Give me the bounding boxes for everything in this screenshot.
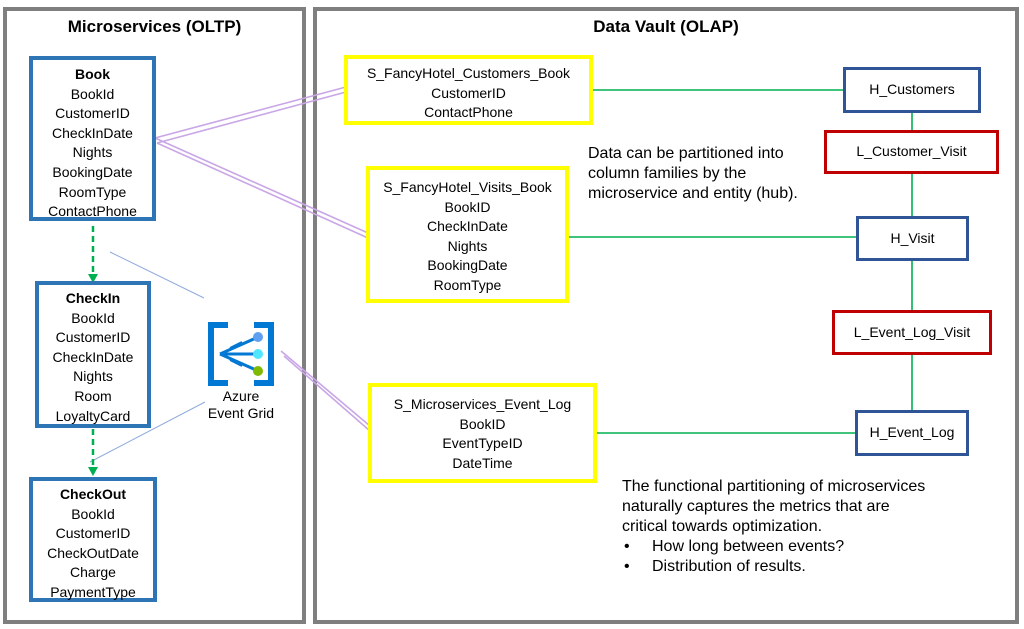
functional-partitioning-note: The functional partitioning of microserv… [622, 477, 982, 577]
checkin-entity: CheckIn BookId CustomerID CheckInDate Ni… [35, 281, 151, 428]
book-field: Nights [72, 144, 113, 161]
satellite-visits-field: CheckInDate [427, 218, 508, 235]
azure-event-grid-icon [208, 322, 274, 386]
functional-note-bullets: How long between events? Distribution of… [622, 537, 982, 577]
satellite-visits-field: RoomType [433, 276, 502, 293]
functional-note-line: critical towards optimization. [622, 518, 823, 535]
checkout-field: Charge [70, 564, 116, 581]
satellite-visits-field: Nights [447, 237, 488, 254]
checkout-entity: CheckOut BookId CustomerID CheckOutDate … [29, 477, 157, 602]
satellite-customers-field: CustomerID [431, 84, 506, 101]
book-field: CustomerID [55, 105, 130, 122]
satellite-visits-title: S_FancyHotel_Visits_Book [383, 179, 552, 195]
partition-note-line: microservice and entity (hub). [588, 185, 798, 202]
functional-note-bullet: Distribution of results. [622, 557, 982, 577]
hub-event-log: H_Event_Log [855, 410, 969, 456]
satellite-event-log-title: S_Microservices_Event_Log [393, 396, 572, 412]
hub-customers: H_Customers [843, 67, 981, 113]
functional-note-line: The functional partitioning of microserv… [622, 478, 926, 495]
link-customer-visit: L_Customer_Visit [824, 130, 999, 174]
book-field: RoomType [58, 183, 127, 200]
partition-note: Data can be partitioned into column fami… [588, 144, 828, 204]
book-entity-title: Book [75, 66, 110, 82]
satellite-visits-field: BookID [444, 198, 491, 215]
event-grid-label-line2: Event Grid [207, 405, 275, 421]
book-field: CheckInDate [52, 124, 133, 141]
oltp-panel-title: Microservices (OLTP) [67, 17, 242, 36]
event-grid-label-line1: Azure [222, 388, 260, 404]
checkout-field: BookId [71, 505, 115, 522]
checkin-field: CustomerID [55, 329, 131, 346]
satellite-event-log-field: BookID [459, 415, 506, 432]
purple-connectors [154, 86, 371, 432]
checkin-field: BookId [71, 309, 115, 326]
arrow-head-checkin-checkout [88, 467, 98, 476]
checkout-field: CheckOutDate [47, 544, 139, 561]
partition-note-line: Data can be partitioned into [588, 145, 784, 162]
satellite-customers-field: ContactPhone [424, 104, 513, 121]
hub-visit: H_Visit [856, 216, 969, 261]
satellite-visits-field: BookingDate [427, 257, 508, 274]
checkout-entity-title: CheckOut [59, 486, 127, 502]
checkout-field: CustomerID [55, 525, 131, 542]
book-field: ContactPhone [48, 203, 137, 220]
book-field: BookingDate [52, 163, 133, 180]
arrow-head-book-checkin [88, 274, 98, 283]
event-grid-label: Azure Event Grid [196, 388, 286, 422]
checkin-field: CheckInDate [52, 348, 134, 365]
satellite-visits: S_FancyHotel_Visits_Book BookID CheckInD… [366, 166, 569, 303]
book-entity: Book BookId CustomerID CheckInDate Night… [29, 56, 156, 221]
satellite-event-log: S_Microservices_Event_Log BookID EventTy… [368, 383, 597, 483]
checkin-field: LoyaltyCard [55, 407, 131, 424]
satellite-customers: S_FancyHotel_Customers_Book CustomerID C… [344, 55, 593, 125]
vault-connectors [568, 89, 913, 434]
book-field: BookId [70, 85, 115, 102]
azure-event-grid [206, 320, 276, 388]
olap-panel [313, 7, 1019, 624]
partition-note-line: column families by the [588, 165, 747, 182]
satellite-customers-title: S_FancyHotel_Customers_Book [366, 65, 571, 81]
checkin-field: Room [74, 387, 112, 404]
checkin-entity-title: CheckIn [65, 290, 121, 306]
functional-note-line: naturally captures the metrics that are [622, 498, 890, 515]
functional-note-bullet: How long between events? [622, 537, 982, 557]
checkout-field: PaymentType [50, 583, 136, 600]
checkin-field: Nights [73, 368, 113, 385]
satellite-event-log-field: EventTypeID [442, 435, 523, 452]
olap-panel-title: Data Vault (OLAP) [593, 17, 739, 36]
satellite-event-log-field: DateTime [452, 454, 513, 471]
link-event-log-visit: L_Event_Log_Visit [832, 310, 992, 355]
event-grid-connectors [89, 251, 206, 463]
oltp-panel [3, 7, 306, 624]
